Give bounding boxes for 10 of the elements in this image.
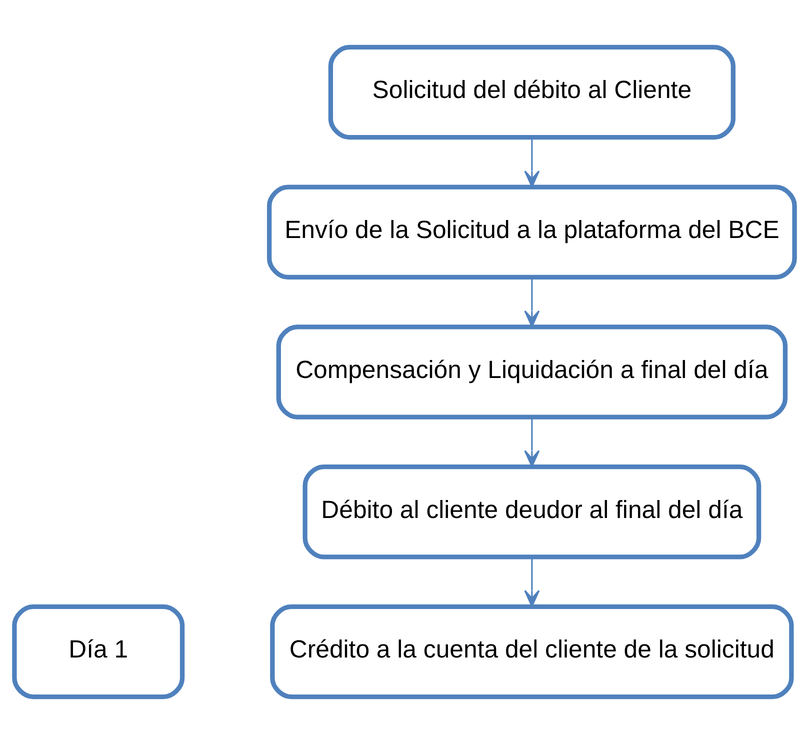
- node-box: Solicitud del débito al Cliente: [328, 44, 736, 140]
- node-box: Débito al cliente deudor al final del día: [302, 464, 762, 559]
- arrow: [524, 556, 540, 606]
- node-box: Día 1: [12, 604, 185, 699]
- node-box: Crédito a la cuenta del cliente de la solicitud: [270, 604, 794, 699]
- arrow: [524, 137, 540, 187]
- arrow: [524, 277, 540, 327]
- node-box: Envío de la Solicitud a la plataforma del BCE: [266, 184, 797, 280]
- arrow: [524, 417, 540, 467]
- node-box: Compensación y Liquidación a final del día: [276, 324, 788, 419]
